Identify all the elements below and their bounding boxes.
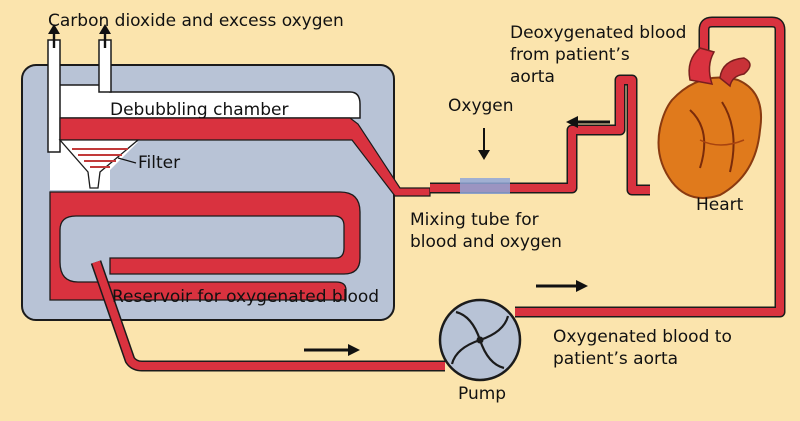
oxygen-label: Oxygen <box>448 96 514 116</box>
filter-icon <box>58 139 140 189</box>
filter-label: Filter <box>138 153 181 173</box>
oxygenated-label-line1: Oxygenated blood to <box>553 327 732 347</box>
debubbling-chamber-label: Debubbling chamber <box>110 100 289 120</box>
mixing-tube <box>460 178 510 194</box>
exhaust-pipe-left <box>47 39 61 153</box>
deoxygenated-label-line1: Deoxygenated blood <box>510 23 687 43</box>
deoxygenated-label-line2: from patient’s <box>510 45 630 65</box>
oxygenated-label-line2: patient’s aorta <box>553 349 679 369</box>
exhaust-label: Carbon dioxide and excess oxygen <box>48 11 344 31</box>
pump-icon <box>438 298 522 382</box>
mixing-tube-label-line2: blood and oxygen <box>410 232 562 252</box>
heart-icon <box>657 47 762 199</box>
flow-arrow-icon <box>566 116 610 128</box>
reservoir-blood <box>49 191 361 301</box>
flow-arrow-icon <box>536 280 588 292</box>
deoxygenated-label-line3: aorta <box>510 67 555 87</box>
flow-arrow-icon <box>304 344 360 356</box>
mixing-tube-label-line1: Mixing tube for <box>410 210 539 230</box>
pump-label: Pump <box>458 384 507 404</box>
heart-label: Heart <box>696 195 744 215</box>
reservoir-label: Reservoir for oxygenated blood <box>112 287 380 307</box>
